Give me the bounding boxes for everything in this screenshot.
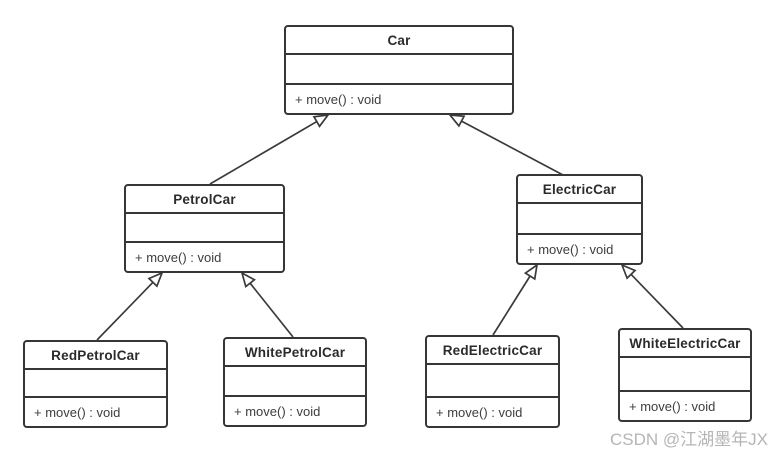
generalization-electriccar-to-car xyxy=(461,120,564,176)
generalization-arrowhead xyxy=(240,271,256,289)
operation-label: + move() : void xyxy=(629,398,716,414)
class-name: WhitePetrolCar xyxy=(225,339,365,367)
class-operations-section: + move() : void xyxy=(126,243,283,271)
csdn-watermark: CSDN @江湖墨年JX xyxy=(610,430,768,449)
generalization-arrowhead xyxy=(523,263,539,281)
generalization-arrowhead xyxy=(312,113,330,128)
class-box-electriccar: ElectricCar + move() : void xyxy=(516,174,643,265)
class-operations-section: + move() : void xyxy=(25,398,166,426)
class-box-whiteelectriccar: WhiteElectricCar + move() : void xyxy=(618,328,752,422)
class-name: RedElectricCar xyxy=(427,337,558,365)
class-box-whitepetrolcar: WhitePetrolCar + move() : void xyxy=(223,337,367,427)
generalization-redelectriccar-to-electriccar xyxy=(492,275,531,336)
class-attributes-section xyxy=(620,358,750,392)
class-operations-section: + move() : void xyxy=(225,397,365,425)
class-attributes-section xyxy=(25,370,166,398)
class-box-redelectriccar: RedElectricCar + move() : void xyxy=(425,335,560,428)
class-operations-section: + move() : void xyxy=(427,398,558,426)
class-name: PetrolCar xyxy=(126,186,283,214)
class-name: WhiteElectricCar xyxy=(620,330,750,358)
class-attributes-section xyxy=(225,367,365,397)
class-box-car: Car + move() : void xyxy=(284,25,514,115)
operation-label: + move() : void xyxy=(234,403,321,419)
class-operations-section: + move() : void xyxy=(286,85,512,113)
operation-label: + move() : void xyxy=(135,249,222,265)
class-box-petrolcar: PetrolCar + move() : void xyxy=(124,184,285,273)
class-name: ElectricCar xyxy=(518,176,641,204)
operation-label: + move() : void xyxy=(527,241,614,257)
class-name: RedPetrolCar xyxy=(25,342,166,370)
generalization-whitepetrolcar-to-petrolcar xyxy=(249,282,294,338)
operation-label: + move() : void xyxy=(436,404,523,420)
class-operations-section: + move() : void xyxy=(518,235,641,263)
class-operations-section: + move() : void xyxy=(620,392,750,420)
operation-label: + move() : void xyxy=(295,91,382,107)
class-box-redpetrolcar: RedPetrolCar + move() : void xyxy=(23,340,168,428)
generalization-arrowhead xyxy=(448,113,466,128)
operation-label: + move() : void xyxy=(34,404,121,420)
class-attributes-section xyxy=(518,204,641,235)
class-attributes-section xyxy=(126,214,283,243)
generalization-arrowhead xyxy=(147,271,164,288)
class-attributes-section xyxy=(286,55,512,85)
generalization-petrolcar-to-car xyxy=(209,120,318,185)
generalization-whiteelectriccar-to-electriccar xyxy=(630,273,684,329)
class-attributes-section xyxy=(427,365,558,398)
generalization-redpetrolcar-to-petrolcar xyxy=(96,281,154,341)
generalization-arrowhead xyxy=(620,263,637,280)
class-name: Car xyxy=(286,27,512,55)
